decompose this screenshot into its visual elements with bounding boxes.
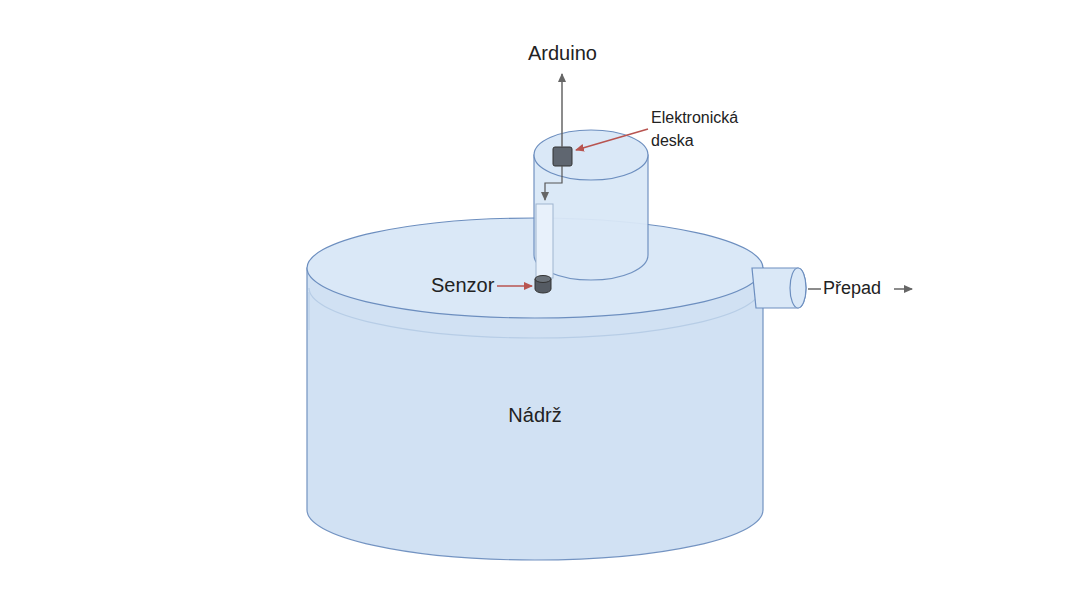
electronic-board	[553, 147, 572, 166]
tank: Nádrž	[320, 330, 750, 500]
leader-line	[576, 129, 648, 150]
sensor-tube	[536, 204, 553, 278]
overflow-pipe	[752, 268, 806, 308]
outlet-name: Přepad	[823, 278, 881, 300]
water-level	[309, 288, 761, 338]
signal-arrow	[561, 74, 563, 147]
signal-target: Arduino	[528, 41, 597, 65]
leader-line	[497, 285, 532, 287]
tank-label: Nádrž	[508, 404, 561, 427]
part-name: Senzor	[431, 273, 494, 297]
wire	[545, 166, 562, 200]
part-name: Elektronická deska	[651, 106, 759, 152]
